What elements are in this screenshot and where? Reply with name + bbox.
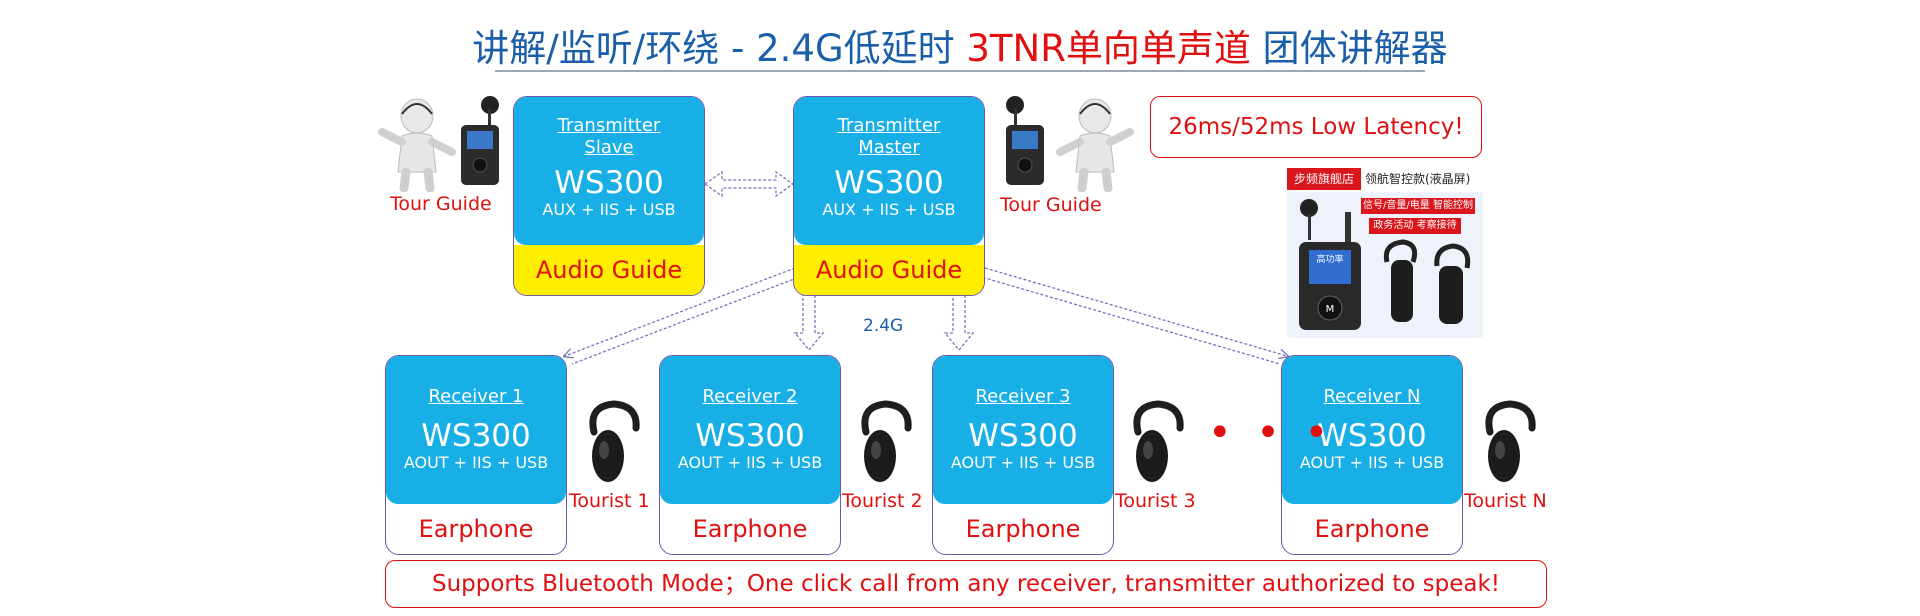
- receiver-card-1: Receiver 1 WS300 AOUT + IIS + USB Earpho…: [385, 355, 567, 555]
- earphone-icon: [1133, 400, 1184, 482]
- page-title: 讲解/监听/环绕 - 2.4G低延时 3TNR单向单声道 团体讲解器: [0, 18, 1920, 72]
- transmitter-master-label-2: Master: [858, 137, 920, 158]
- product-photo: 步频旗舰店 领航智控款(液晶屏) 信号/音量/电量 智能控制 政务活动 考察接待…: [1287, 166, 1483, 338]
- product-heading: 领航智控款(液晶屏): [1365, 172, 1471, 186]
- receiver-model: WS300: [1317, 418, 1427, 454]
- receiver-card-3: Receiver 3 WS300 AOUT + IIS + USB Earpho…: [932, 355, 1114, 555]
- receiver-label: Receiver N: [1323, 386, 1421, 407]
- transmitter-slave-mode: Audio Guide: [514, 245, 704, 295]
- receiver-label: Receiver 3: [975, 386, 1071, 407]
- earphone-icon: [861, 400, 912, 482]
- tour-guide-label-slave: Tour Guide: [390, 193, 492, 215]
- transmitter-slave-interfaces: AUX + IIS + USB: [542, 200, 676, 219]
- receiver-mode: Earphone: [692, 515, 808, 543]
- product-line2: 政务活动 考察接待: [1369, 218, 1461, 234]
- diag-arrow-right-b: [977, 275, 1281, 365]
- tourist-label-n: Tourist N: [1464, 490, 1547, 512]
- title-underline: [495, 70, 1425, 72]
- transmitter-master-mode: Audio Guide: [794, 245, 984, 295]
- receiver-interfaces: AOUT + IIS + USB: [950, 453, 1096, 472]
- transmitter-slave-card: Transmitter Slave WS300 AUX + IIS + USB …: [513, 96, 705, 296]
- receiver-interfaces: AOUT + IIS + USB: [403, 453, 549, 472]
- tourist-label-2: Tourist 2: [842, 490, 923, 512]
- receiver-model: WS300: [695, 418, 805, 454]
- transmitter-master-model: WS300: [834, 165, 944, 201]
- receiver-model: WS300: [421, 418, 531, 454]
- receiver-label: Receiver 2: [702, 386, 798, 407]
- sync-arrow: [703, 170, 795, 198]
- latency-callout: 26ms/52ms Low Latency!: [1150, 96, 1482, 158]
- tour-guide-label-master: Tour Guide: [1000, 194, 1102, 216]
- receiver-interfaces: AOUT + IIS + USB: [1299, 453, 1445, 472]
- title-part3: 团体讲解器: [1250, 27, 1448, 70]
- transmitter-slave-label-1: Transmitter: [557, 115, 661, 136]
- earphone-icon: [1485, 400, 1536, 482]
- transmitter-master-interfaces: AUX + IIS + USB: [822, 200, 956, 219]
- more-receivers-ellipsis: • • •: [1208, 410, 1335, 456]
- frequency-label: 2.4G: [863, 316, 904, 336]
- down-arrow-2: [793, 291, 825, 352]
- title-part2: 3TNR单向单声道: [966, 27, 1251, 70]
- product-line1: 信号/音量/电量 智能控制: [1361, 198, 1475, 214]
- receiver-card-n: Receiver N WS300 AOUT + IIS + USB Earpho…: [1281, 355, 1463, 555]
- diag-arrow-right-a: [984, 267, 1287, 356]
- transmitter-master-label-1: Transmitter: [837, 115, 941, 136]
- receiver-card-2: Receiver 2 WS300 AOUT + IIS + USB Earpho…: [659, 355, 841, 555]
- transmitter-slave-model: WS300: [554, 165, 664, 201]
- transmitter-device-icon: [1006, 96, 1044, 185]
- tour-guide-figure-icon: [1056, 98, 1134, 192]
- product-screen-text: 高功率: [1316, 255, 1344, 265]
- transmitter-device-icon: [461, 96, 499, 185]
- product-devices-icon: M: [1299, 199, 1471, 330]
- transmitter-master-card: Transmitter Master WS300 AUX + IIS + USB…: [793, 96, 985, 296]
- footer-banner: Supports Bluetooth Mode；One click call f…: [385, 560, 1547, 608]
- title-part1: 讲解/监听/环绕 - 2.4G低延时: [472, 27, 967, 70]
- tour-guide-figure-icon: [378, 98, 456, 192]
- receiver-mode: Earphone: [418, 515, 534, 543]
- transmitter-slave-label-2: Slave: [584, 137, 634, 158]
- earphone-icon: [589, 400, 640, 482]
- receiver-mode: Earphone: [1314, 515, 1430, 543]
- tourist-label-3: Tourist 3: [1115, 490, 1196, 512]
- tourist-label-1: Tourist 1: [569, 490, 650, 512]
- svg-text:M: M: [1326, 304, 1335, 315]
- receiver-label: Receiver 1: [428, 386, 524, 407]
- receiver-model: WS300: [968, 418, 1078, 454]
- diag-arrow-left-a: [565, 267, 796, 356]
- down-arrow-3: [943, 291, 975, 352]
- diag-arrow-left-b: [571, 275, 803, 365]
- receiver-mode: Earphone: [965, 515, 1081, 543]
- product-badge: 步频旗舰店: [1287, 168, 1361, 190]
- receiver-interfaces: AOUT + IIS + USB: [677, 453, 823, 472]
